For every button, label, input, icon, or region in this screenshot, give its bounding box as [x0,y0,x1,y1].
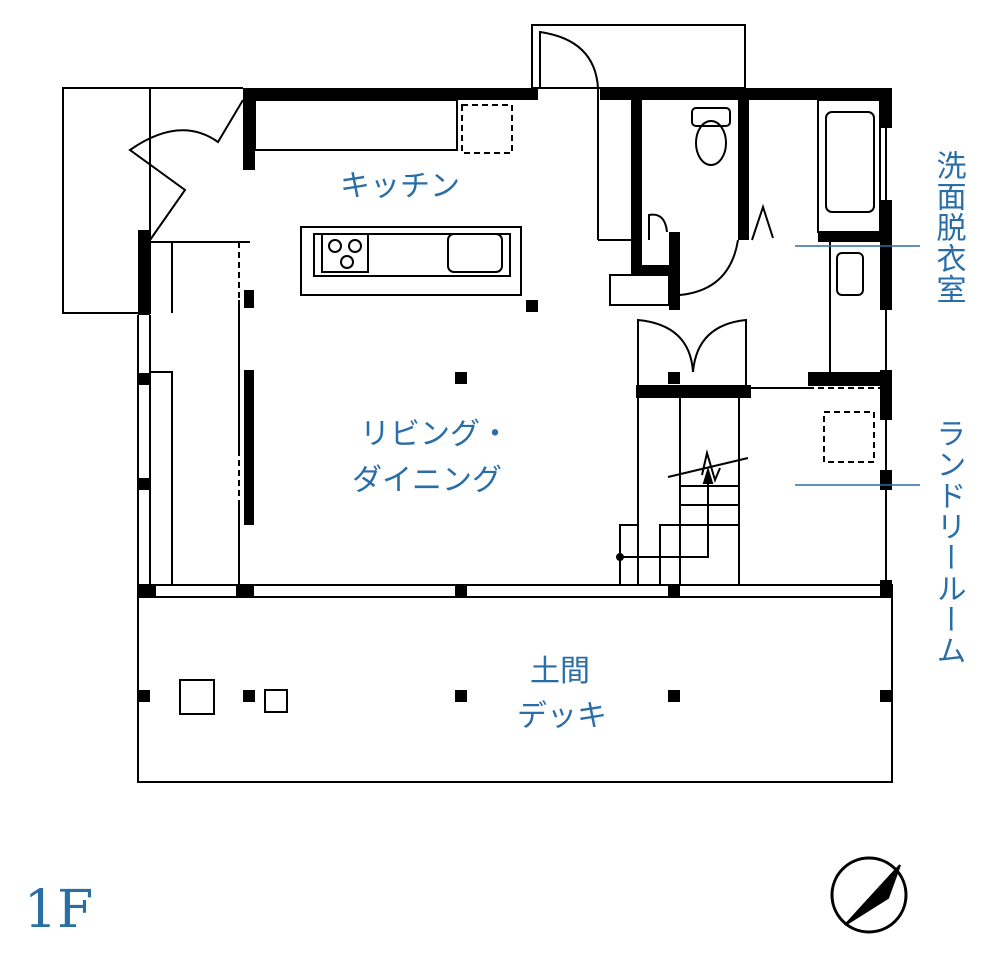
north-arrow-icon [830,856,908,934]
room-label-living-2: ダイニング [352,463,502,498]
porch [62,87,151,314]
room-label-living-1: リビング・ [360,417,510,452]
walls [138,88,892,702]
floor-label: 1F [24,880,94,940]
room-label-laundry: ランドリールーム [930,418,966,666]
room-label-kitchen: キッチン [340,169,460,204]
room-label-washroom: 洗面脱衣室 [930,150,966,305]
deck-outline [137,584,893,783]
room-label-doma: 土間 [530,654,590,689]
kitchen-island [300,226,522,296]
kitchen-counter [254,99,458,151]
room-label-deck: デッキ [517,699,607,734]
